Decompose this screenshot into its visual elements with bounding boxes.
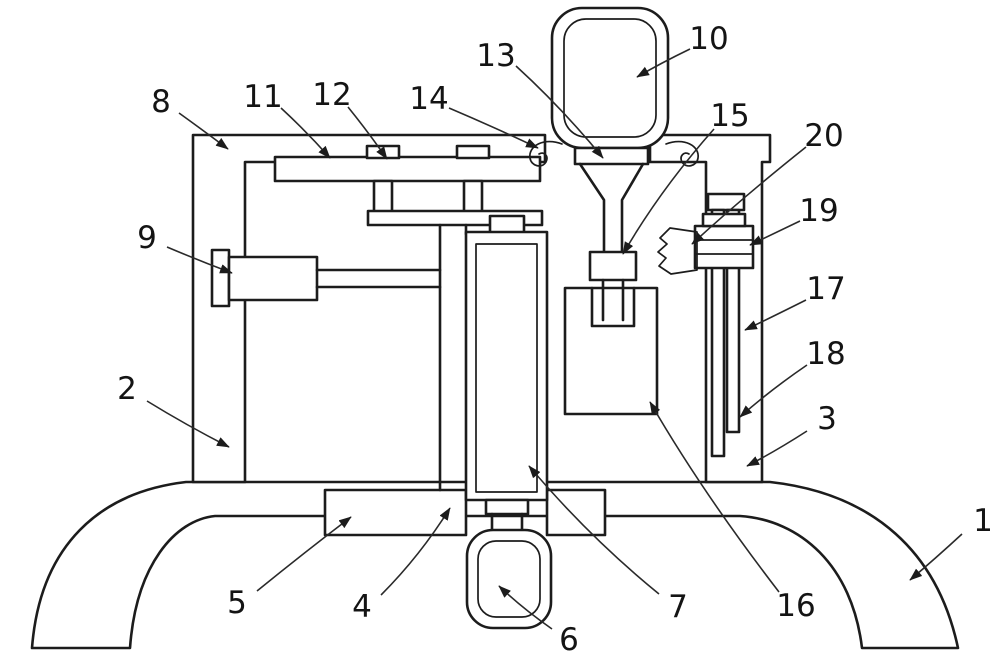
bolt-head-right (455, 144, 491, 160)
leader-line-7 (528, 465, 660, 595)
part-label-9: 9 (137, 220, 157, 256)
part-label-14: 14 (409, 81, 448, 117)
rod-bracket-cap (701, 212, 747, 228)
filter-media-stippled (475, 243, 538, 493)
right-frame-wall (648, 133, 772, 484)
hook-right (665, 140, 699, 167)
upper-bottle-inner (563, 18, 657, 138)
part-label-5: 5 (227, 585, 247, 621)
part-label-17: 17 (806, 271, 845, 307)
leader-line-16 (649, 401, 780, 593)
piston-body (227, 255, 319, 302)
part-label-3: 3 (817, 401, 837, 437)
part-label-16: 16 (776, 588, 815, 624)
leader-line-8 (178, 112, 229, 150)
leader-line-17 (744, 299, 807, 331)
funnel-right-edge (620, 162, 645, 254)
lower-bottle-outer (465, 528, 553, 630)
part-label-7: 7 (668, 589, 688, 625)
leader-line-13 (515, 65, 604, 159)
part-label-15: 15 (710, 98, 749, 134)
part-label-2: 2 (117, 371, 137, 407)
leader-line-11 (280, 107, 331, 159)
leader-line-6 (498, 585, 553, 630)
piston-flange (210, 248, 231, 308)
part-label-8: 8 (151, 84, 171, 120)
bolt-stem-right (462, 179, 484, 215)
part-label-4: 4 (352, 589, 372, 625)
bottle-collar (573, 146, 650, 166)
column-cap-bottom (484, 498, 530, 516)
platform-left (323, 488, 468, 537)
part-label-1: 1 (973, 503, 993, 539)
leader-line-2 (146, 400, 230, 448)
leader-line-4 (380, 507, 451, 596)
leader-line-10 (636, 48, 691, 78)
dispense-nozzle (588, 250, 638, 282)
funnel-left-edge (578, 162, 606, 254)
bolt-stem-left (372, 179, 394, 215)
part-label-18: 18 (806, 336, 845, 372)
lower-bottle-inner (477, 540, 541, 618)
leader-line-19 (749, 220, 801, 246)
knurled-clamp (657, 227, 698, 275)
upper-bottle-outer (550, 6, 670, 150)
collection-box (563, 286, 659, 416)
leader-line-3 (746, 430, 808, 467)
leader-line-9 (166, 246, 233, 274)
leader-line-12 (347, 106, 388, 160)
leader-line-14 (448, 107, 539, 149)
top-inner-rail (273, 155, 542, 183)
leader-line-5 (256, 516, 352, 592)
inner-cup (590, 286, 636, 328)
filter-column-housing (464, 230, 549, 502)
part-label-12: 12 (312, 77, 351, 113)
leader-line-15 (622, 128, 715, 255)
guide-rod-outer (710, 208, 726, 458)
part-label-6: 6 (559, 622, 579, 658)
part-label-13: 13 (476, 38, 515, 74)
part-label-10: 10 (689, 21, 728, 57)
leader-line-20 (691, 146, 807, 245)
leader-line-18 (739, 364, 808, 418)
part-label-19: 19 (799, 193, 838, 229)
part-label-11: 11 (243, 79, 282, 115)
part-label-20: 20 (804, 118, 843, 154)
leader-line-1 (909, 533, 963, 581)
